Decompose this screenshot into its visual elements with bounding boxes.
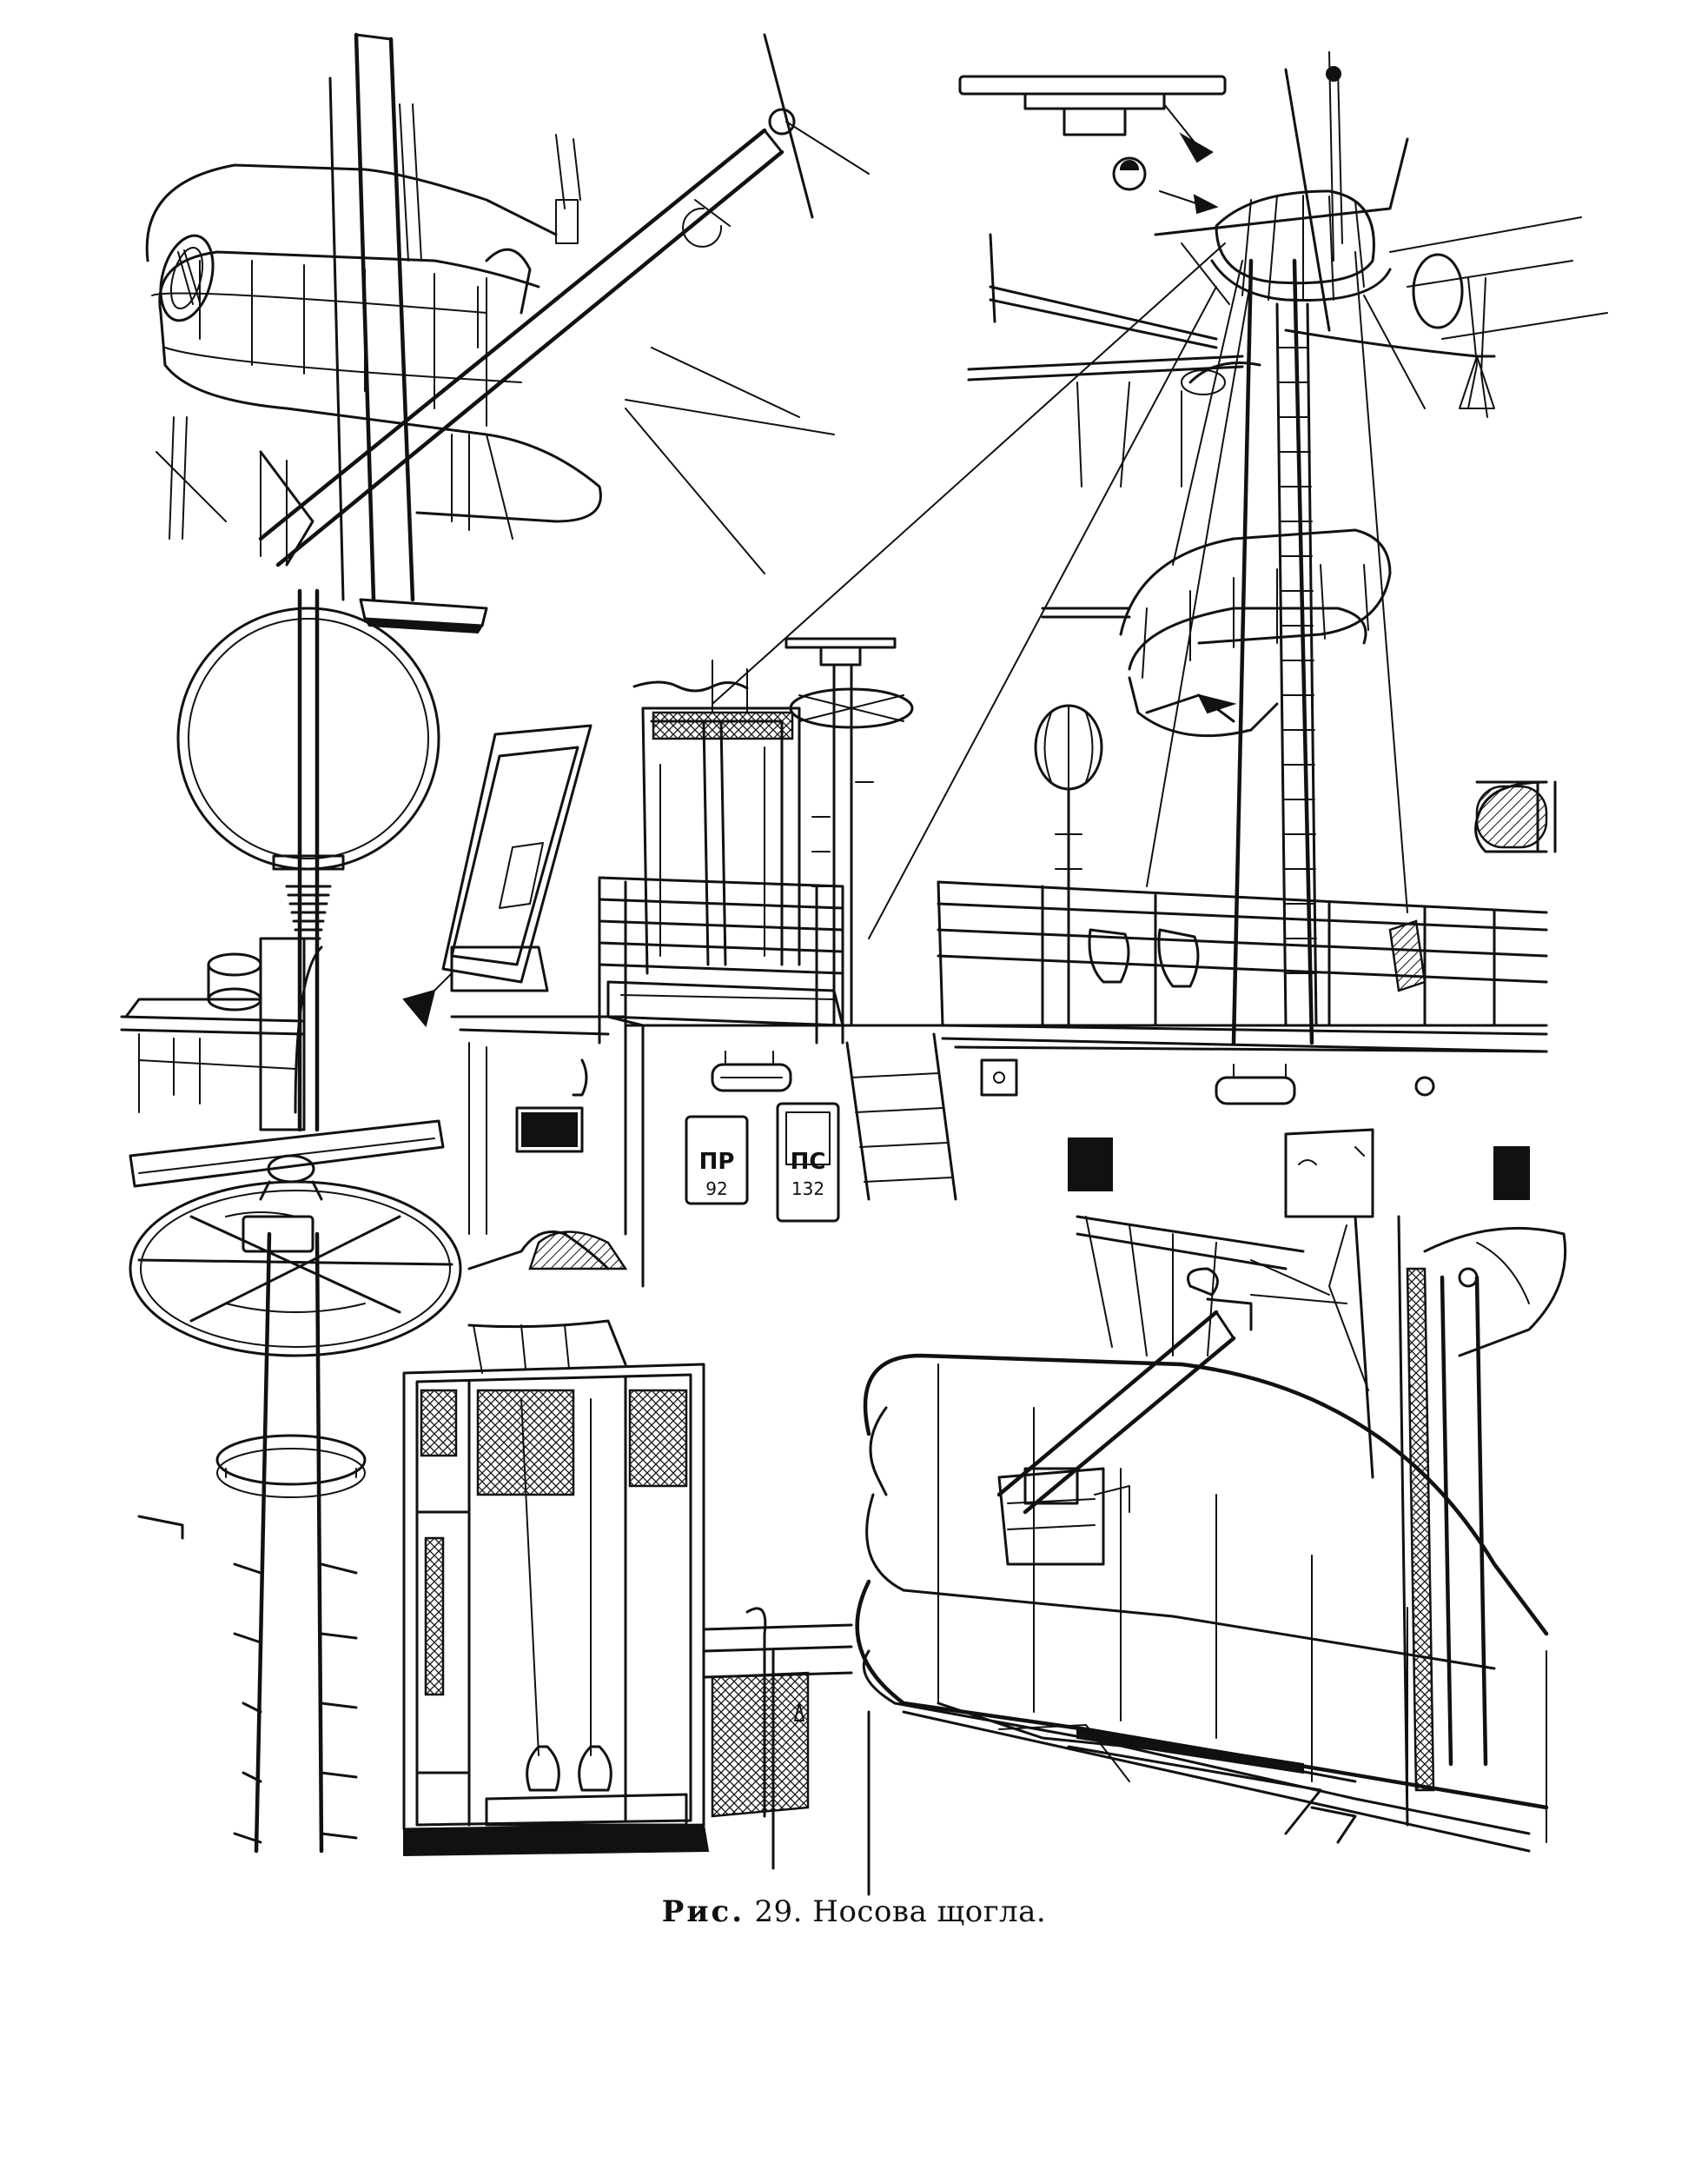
plate-left-top-label: ПР xyxy=(699,1149,735,1175)
caption-prefix: Рис. xyxy=(661,1894,745,1929)
boom-housing-center: ПР 92 ПС 132 xyxy=(404,639,1546,1286)
figure-caption: Рис. 29. Носова щогла. xyxy=(0,1894,1708,1929)
mast-illustration: ПР 92 ПС 132 xyxy=(0,0,1708,1912)
crows-nest-top-left xyxy=(147,35,869,633)
radar-mast-bottom-left xyxy=(130,1121,460,1851)
plate-left-bottom-label: 92 xyxy=(705,1178,727,1199)
caption-number: 29. xyxy=(754,1894,803,1929)
platform-boom-bottom-right xyxy=(857,1217,1566,1851)
plate-right-bottom-label: 132 xyxy=(791,1178,824,1199)
mesh-cage-bottom xyxy=(404,1321,869,1894)
radar-mast-top-right xyxy=(712,52,1607,1051)
plate-right-top-label: ПС xyxy=(791,1149,826,1175)
ring-antenna xyxy=(122,591,439,1130)
caption-text: Носова щогла. xyxy=(812,1894,1047,1929)
